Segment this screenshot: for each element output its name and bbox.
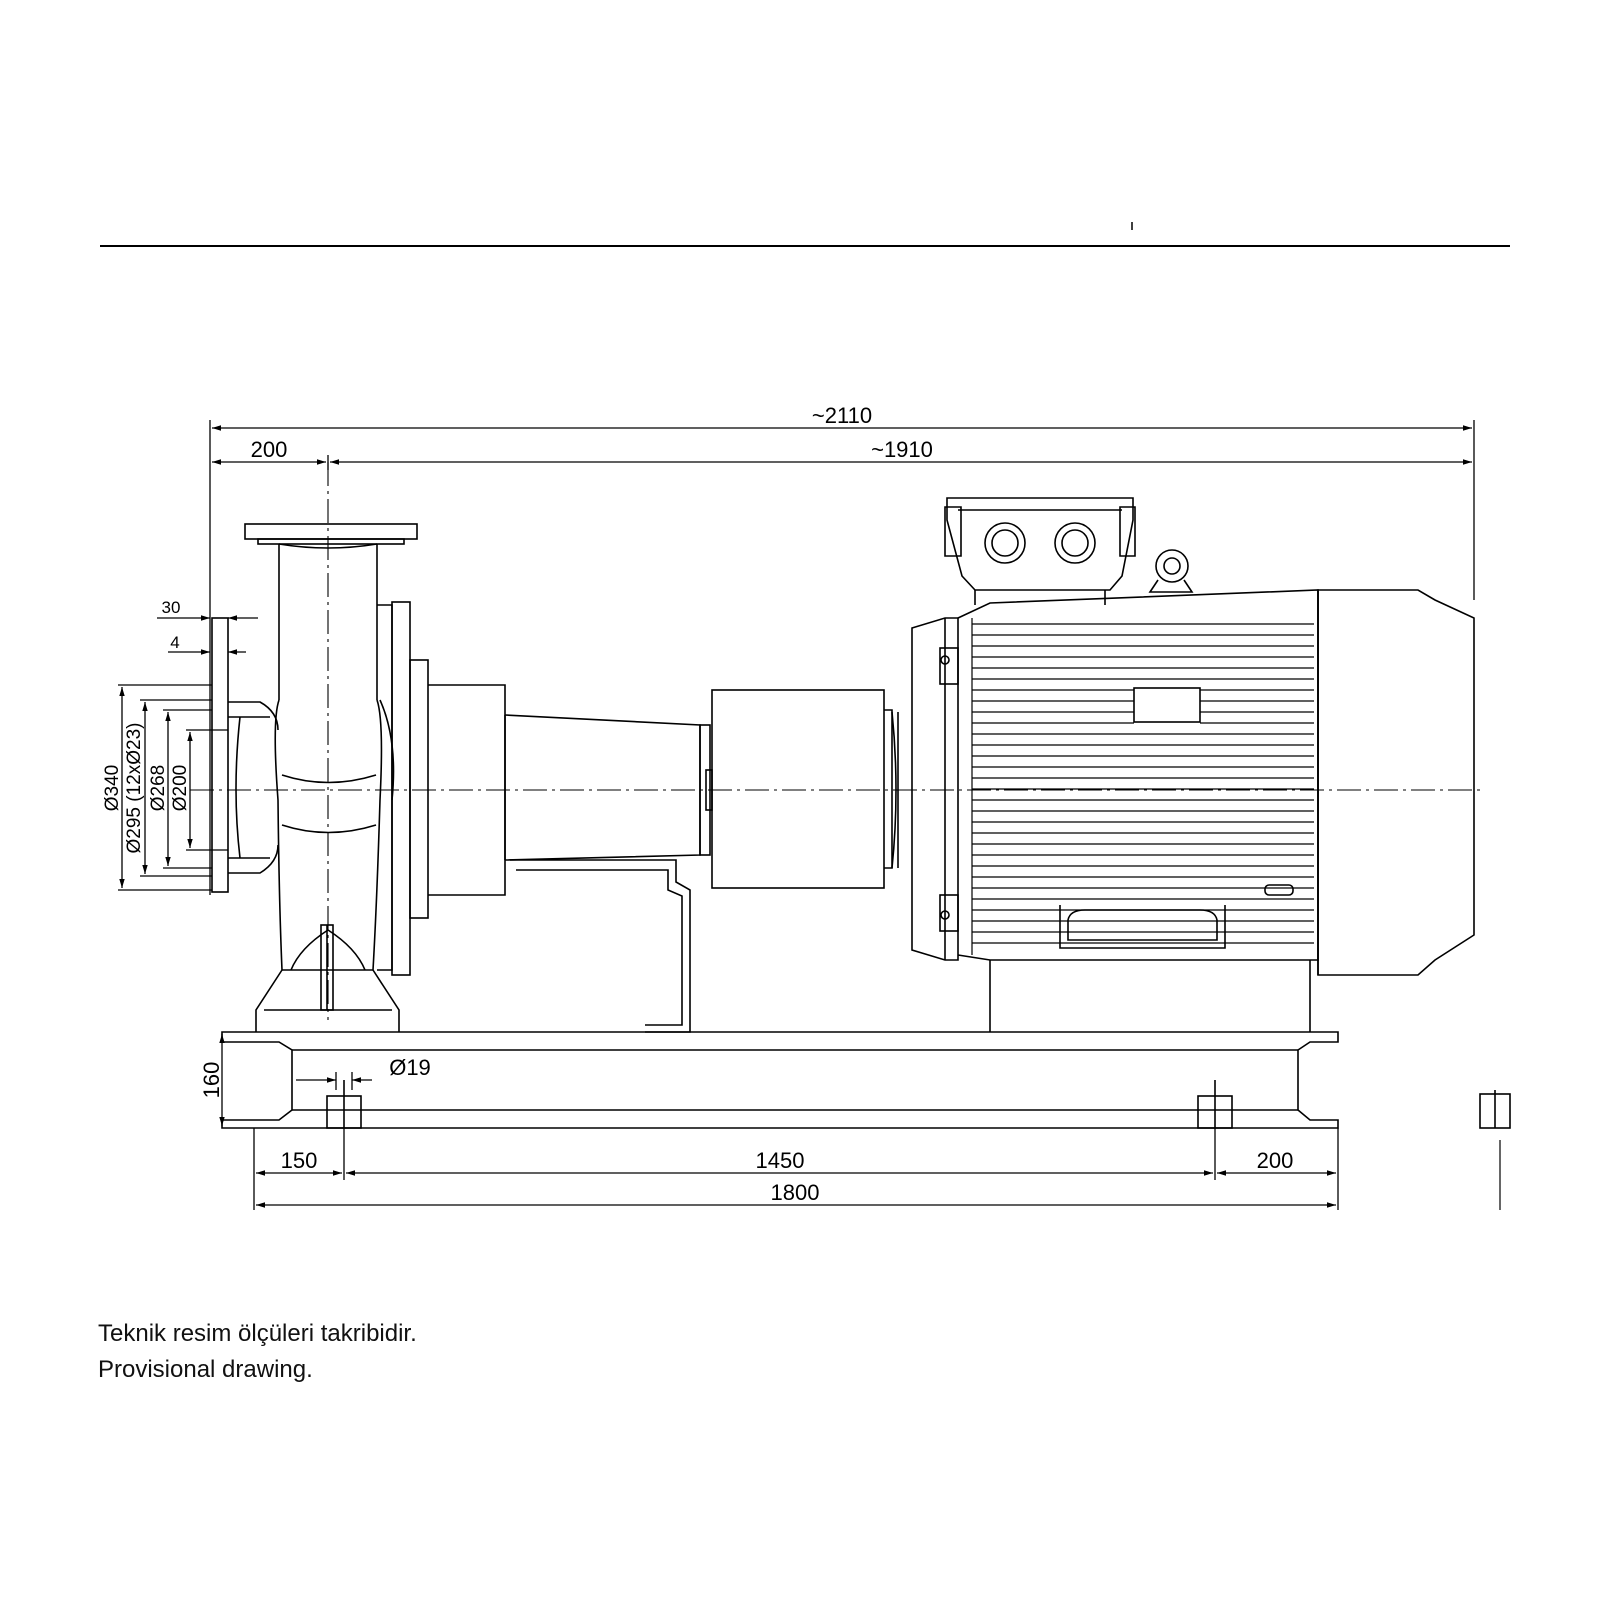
dim-base-total: 1800 xyxy=(771,1180,820,1205)
dim-flange-gap-30: 30 xyxy=(162,598,181,617)
centerlines xyxy=(190,462,1485,1020)
pump-assembly xyxy=(211,497,1511,1210)
coupling-guard xyxy=(711,689,885,889)
dim-base-mid: 1450 xyxy=(756,1148,805,1173)
dim-flange-bore-diameter: Ø200 xyxy=(170,765,191,811)
dim-base-left: 150 xyxy=(281,1148,318,1173)
motor xyxy=(884,497,1475,1032)
dim-base-right: 200 xyxy=(1257,1148,1294,1173)
note-english: Provisional drawing. xyxy=(98,1356,313,1383)
motor-cooling-ribs xyxy=(971,618,1314,955)
dim-flange-mid-diameter: Ø268 xyxy=(148,765,169,811)
dim-overall-length: ~2110 xyxy=(812,403,872,428)
dim-base-height: 160 xyxy=(199,1062,224,1099)
note-turkish: Teknik resim ölçüleri takribidir. xyxy=(98,1320,417,1347)
dim-flange-outer-diameter: Ø340 xyxy=(102,765,123,811)
dim-flange-offset: 200 xyxy=(251,437,288,462)
dim-flange-gap-4: 4 xyxy=(170,633,179,652)
pump-casing xyxy=(211,523,418,1032)
dim-bolt-circle: Ø295 (12xØ23) xyxy=(124,723,145,854)
bearing-bracket xyxy=(409,659,713,1033)
dim-motor-length: ~1910 xyxy=(871,437,933,462)
dimension-lines xyxy=(118,420,1475,1210)
dim-anchor-hole: Ø19 xyxy=(389,1055,431,1080)
